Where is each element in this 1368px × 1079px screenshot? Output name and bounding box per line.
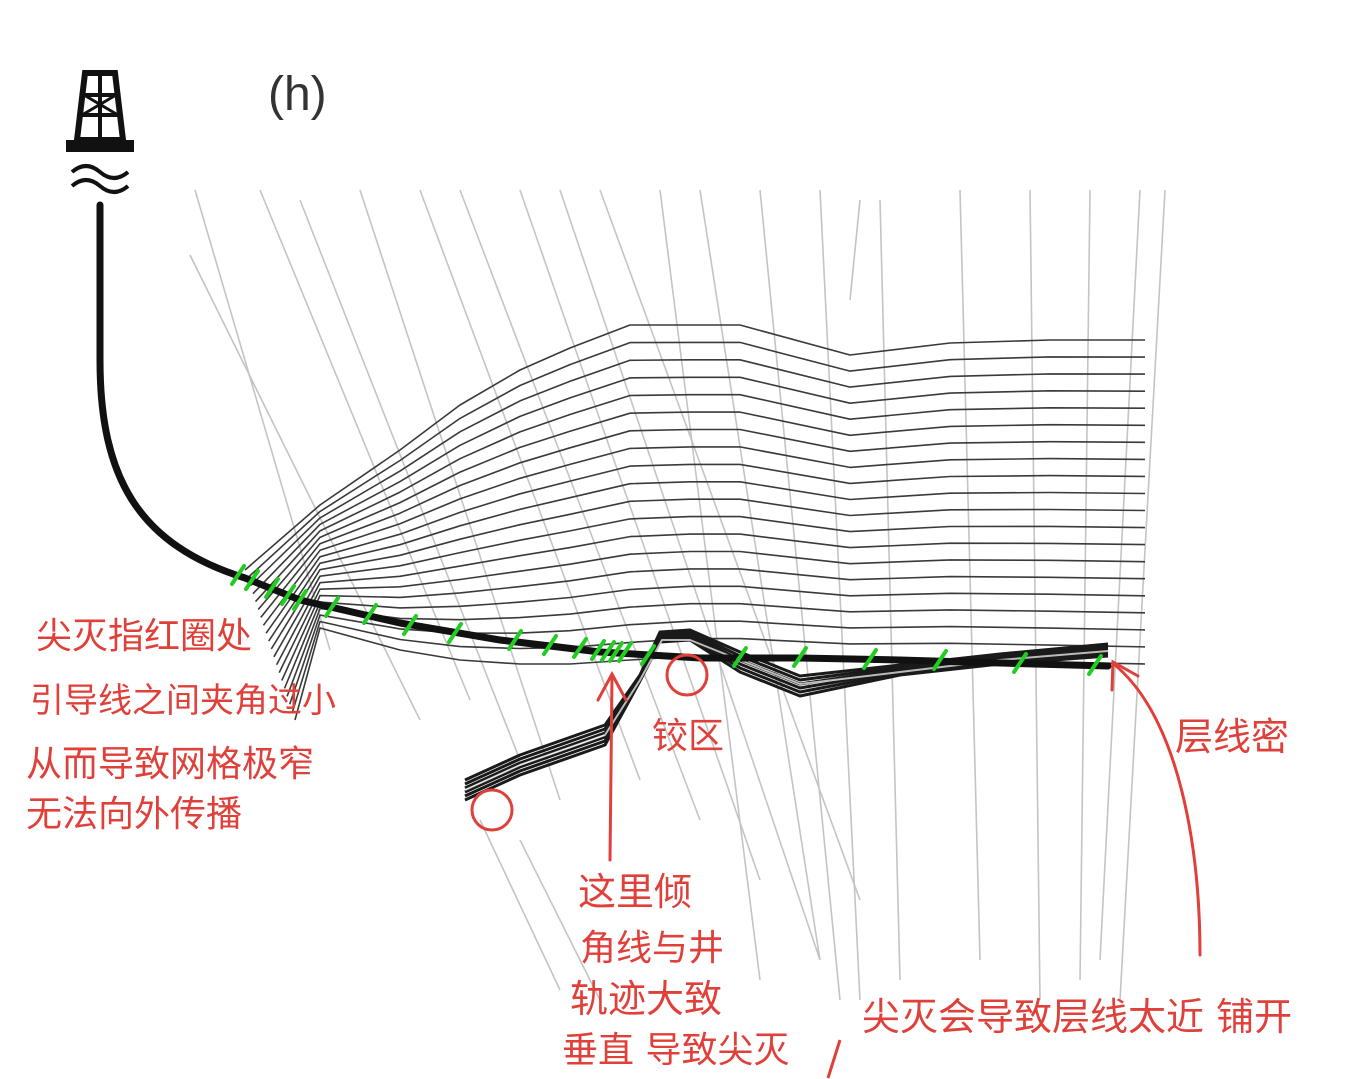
intersection-marker	[362, 603, 378, 625]
pinchout-note: 尖灭指红圈处 引导线之间夹角过小 从而导致网格极窄 无法向外传播	[26, 616, 336, 835]
well-trajectory	[96, 201, 1112, 670]
guide-ray	[194, 189, 331, 651]
dip-note-line-3: 轨迹大致	[570, 977, 722, 1021]
layer-line	[252, 376, 1146, 595]
intersection-marker	[862, 648, 878, 670]
dip-note: 这里倾 角线与井 轨迹大致 垂直 导致尖灭	[562, 870, 789, 1071]
intersection-marker	[324, 596, 340, 618]
dip-arrow	[596, 670, 628, 862]
layer-dense-arrow	[1110, 659, 1202, 957]
guide-ray	[659, 189, 761, 981]
layer-lines	[244, 324, 1146, 721]
intersection-marker	[542, 634, 558, 656]
intersection-marker	[600, 640, 616, 662]
guide-ray	[519, 189, 761, 881]
layer-line	[260, 428, 1146, 618]
hinge-label: 铰区	[652, 716, 724, 757]
intersection-marker	[732, 646, 748, 668]
intersection-marker	[617, 641, 633, 663]
guide-ray	[599, 189, 861, 901]
guide-ray	[299, 199, 521, 761]
dip-note-line-4: 垂直 导致尖灭	[562, 1030, 789, 1071]
intersection-marker	[590, 639, 606, 661]
intersection-marker	[608, 641, 624, 663]
dip-note-line-1: 这里倾	[578, 870, 692, 914]
guide-ray	[359, 189, 561, 801]
intersection-marker	[640, 644, 656, 666]
intersection-marker	[264, 577, 280, 599]
pinchout-note-line-1: 尖灭指红圈处	[36, 616, 252, 657]
pinchout-note-line-2: 引导线之间夹角过小	[30, 681, 336, 721]
intersection-marker	[507, 629, 523, 651]
well-intersection-markers	[230, 564, 1103, 676]
guide-ray	[419, 189, 641, 781]
intersection-marker	[1087, 654, 1103, 676]
layer-line	[286, 602, 1146, 697]
guide-ray	[959, 189, 981, 961]
guide-ray	[519, 839, 601, 1001]
guide-ray	[849, 199, 861, 301]
layer-line	[249, 359, 1146, 587]
layer-line	[278, 550, 1146, 673]
hinge-circle	[665, 653, 709, 697]
layer-line	[262, 446, 1146, 626]
guide-ray	[189, 254, 421, 721]
layer-line	[288, 614, 1146, 705]
layer-line	[247, 341, 1146, 579]
pinchout-note-line-3: 从而导致网格极窄	[26, 744, 314, 785]
annotation-tick	[826, 1039, 842, 1079]
layer-line	[257, 411, 1146, 611]
pinchout-note-line-4: 无法向外传播	[26, 794, 242, 835]
guide-ray	[479, 819, 561, 991]
layer-line	[244, 324, 1145, 571]
intersection-marker	[292, 589, 308, 611]
bundle-layer	[464, 632, 1109, 790]
bottom-note: 尖灭会导致层线太近 铺开	[862, 995, 1292, 1039]
intersection-marker	[280, 584, 296, 606]
guide-ray	[699, 189, 821, 961]
intersection-marker	[932, 649, 948, 671]
guide-ray	[1029, 189, 1041, 1001]
dip-note-line-2: 角线与井	[580, 928, 724, 969]
guide-ray	[259, 189, 471, 701]
intersection-marker	[1012, 652, 1028, 674]
panel-label: (h)	[268, 68, 327, 121]
intersection-marker	[402, 614, 418, 636]
drilling-rig-icon	[66, 70, 134, 194]
layer-line	[265, 463, 1146, 634]
layer-line	[273, 515, 1146, 658]
layer-line	[270, 498, 1146, 650]
guide-ray	[1079, 189, 1091, 981]
intersection-marker	[792, 646, 808, 668]
pinchout-circle-left	[470, 788, 514, 832]
guide-ray	[759, 189, 841, 1001]
guide-ray	[459, 189, 701, 821]
layer-line	[254, 393, 1146, 603]
intersection-marker	[230, 564, 246, 586]
layer-dense-label: 层线密	[1175, 715, 1289, 759]
guide-ray	[1099, 189, 1141, 961]
layer-line	[281, 568, 1146, 681]
layer-line	[283, 585, 1146, 689]
intersection-marker	[244, 569, 260, 591]
layer-line	[268, 481, 1146, 642]
guide-ray	[879, 199, 901, 981]
intersection-marker	[447, 622, 463, 644]
intersection-marker	[572, 637, 588, 659]
layer-line	[275, 533, 1146, 666]
guide-ray	[559, 189, 821, 961]
